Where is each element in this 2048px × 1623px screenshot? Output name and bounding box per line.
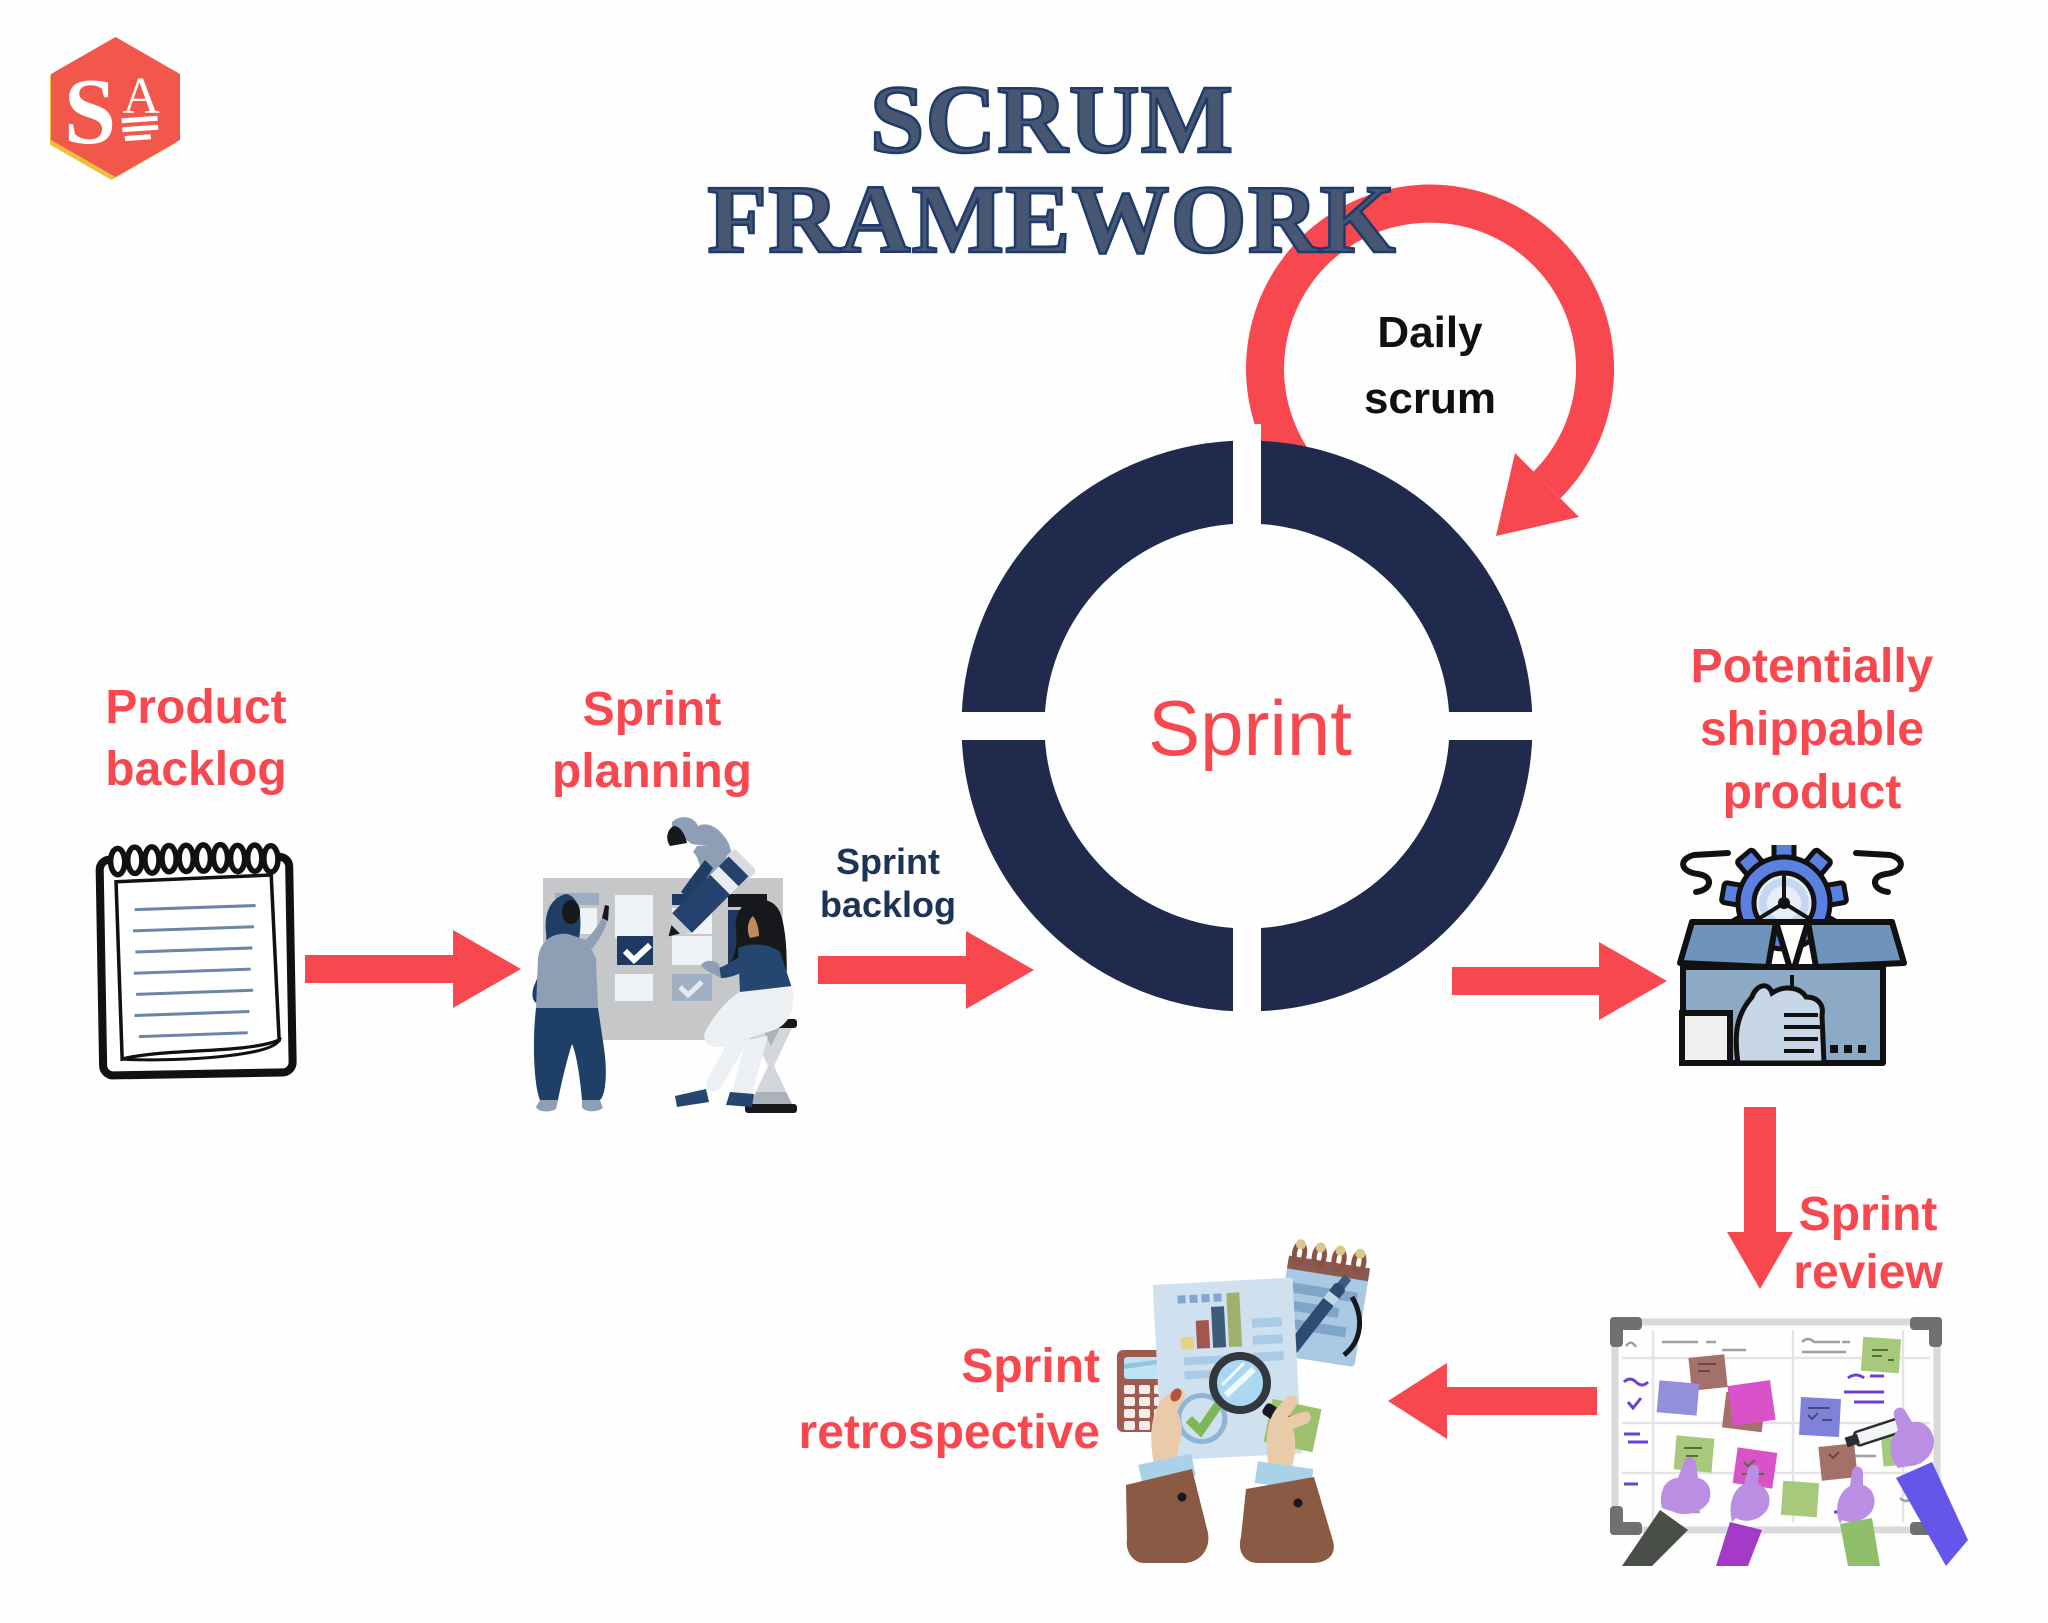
person-pointing: [532, 894, 609, 1112]
arrow-backlog-to-planning-icon: [305, 930, 521, 1008]
planning-team-icon: [532, 817, 797, 1113]
arrow-sprint-to-product-icon: [1452, 942, 1667, 1020]
sprint-planning-label: Sprint planning: [552, 683, 752, 798]
big-pencil: [668, 849, 756, 937]
brand-logo-icon: S A: [50, 37, 180, 180]
logo-letter-a: A: [122, 68, 160, 125]
left-hand: [1126, 1388, 1209, 1563]
bar-yellow: [1180, 1336, 1195, 1350]
small-box: [1679, 1010, 1733, 1066]
magnifier-icon: [1209, 1352, 1295, 1430]
sprint-review-label: Sprint review: [1793, 1188, 1943, 1299]
magnifier-report-hands-icon: [1117, 1239, 1371, 1563]
package-gear-icon: [1677, 845, 1907, 1066]
motion-squiggles: [1680, 850, 1904, 895]
reaching-hands: [1622, 1407, 1968, 1566]
arrow-product-to-review-icon: [1727, 1107, 1793, 1289]
daily-scrum-label: Daily scrum: [1363, 308, 1497, 423]
bar-green: [1226, 1292, 1243, 1347]
notepad-icon: [95, 841, 297, 1080]
person-sitting: [675, 899, 794, 1107]
sprint-retrospective-label: Sprint retrospective: [798, 1340, 1100, 1459]
daily-scrum-loop-icon: [1246, 184, 1615, 536]
right-hand: [1239, 1395, 1334, 1563]
shippable-product-label: Potentially shippable product: [1690, 640, 1934, 819]
whiteboard-sticky-notes-icon: [1610, 1317, 1968, 1566]
arrow-planning-to-sprint-icon: [818, 931, 1034, 1009]
page-title: SCRUM FRAMEWORK: [706, 66, 1397, 274]
pen-clip: [1342, 1295, 1363, 1357]
box-dots: [1830, 1045, 1866, 1053]
arrow-review-to-retro-icon: [1388, 1363, 1597, 1439]
sprint-backlog-label: Sprint backlog: [819, 841, 957, 925]
product-backlog-label: Product backlog: [105, 681, 287, 796]
hand-holding-box: [1733, 983, 1827, 1066]
bar-red: [1195, 1320, 1211, 1349]
logo-letter-s: S: [64, 60, 116, 164]
logo-lines: [121, 115, 159, 142]
check-icon: [1185, 1401, 1223, 1438]
sprint-ring-icon: [945, 424, 1550, 1028]
bar-navy: [1210, 1306, 1227, 1348]
sprint-center-label: Sprint: [1148, 684, 1352, 772]
